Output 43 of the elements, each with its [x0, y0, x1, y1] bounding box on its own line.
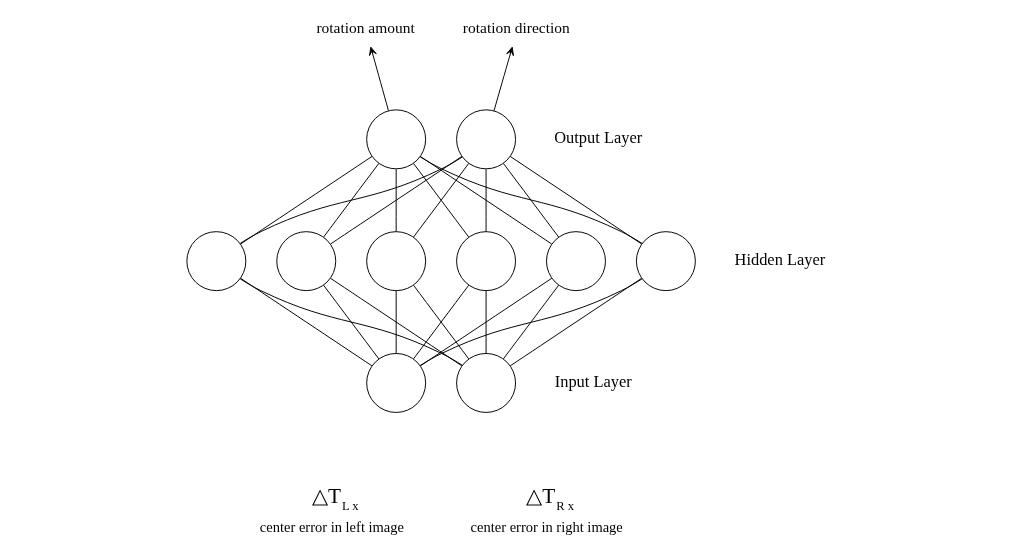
connector [509, 155, 642, 245]
node-circle [365, 109, 426, 170]
arrow [492, 46, 514, 112]
connector [322, 284, 379, 360]
connector [395, 168, 397, 232]
connector [502, 162, 559, 238]
label: Output Layer [553, 128, 642, 148]
node-label: △T$_{L x}$ [311, 484, 359, 514]
connector [239, 156, 463, 244]
connector [329, 277, 462, 367]
connector [419, 155, 552, 245]
connector [485, 290, 487, 354]
connector [419, 277, 552, 367]
connector [395, 290, 397, 354]
connector [412, 162, 469, 238]
node-circle [455, 109, 516, 170]
node-label: center error in left image [259, 518, 404, 535]
connector [329, 155, 462, 245]
label: Input Layer [554, 371, 632, 391]
connector [419, 156, 642, 244]
arrow [368, 46, 389, 112]
node-circle [635, 231, 696, 292]
node-text: rotation amount [315, 19, 415, 37]
node-circle [545, 231, 606, 292]
node-circle [365, 353, 426, 413]
connector [509, 277, 642, 367]
connector [502, 284, 559, 360]
connector [239, 278, 463, 366]
label: Hidden Layer [734, 250, 825, 270]
node-circle [185, 231, 246, 292]
node-label: center error in right image [470, 518, 623, 535]
node-circle [365, 231, 426, 292]
node-label: △T$_{R x}$ [525, 484, 574, 514]
node-circle [455, 353, 516, 413]
node-circle [275, 231, 336, 292]
connector [412, 284, 469, 360]
node-circle [455, 231, 516, 292]
node-text: rotation direction [462, 19, 570, 37]
connector [485, 168, 487, 232]
connector [239, 277, 372, 367]
connector [239, 155, 372, 245]
connector [419, 278, 642, 367]
connector [322, 162, 379, 238]
